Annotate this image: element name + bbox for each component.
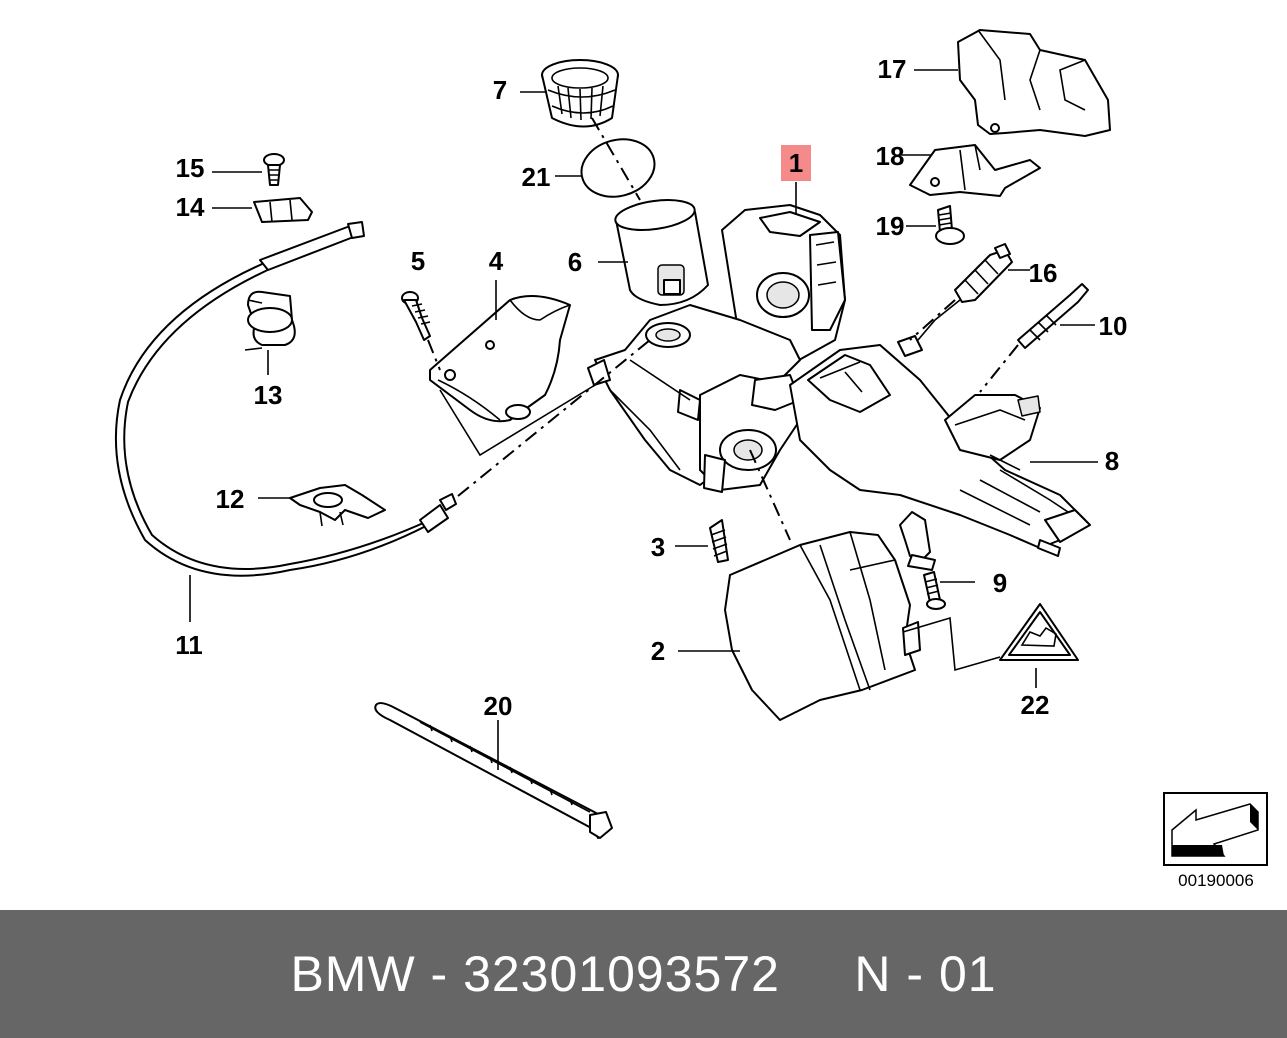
part-10-pin: [1017, 283, 1095, 349]
callout-13: 13: [254, 380, 283, 410]
part-3-screw: [709, 519, 729, 563]
callout-2: 2: [651, 636, 665, 666]
part-20-cable-tie: [374, 702, 613, 839]
part-22-warning-label: [999, 603, 1079, 661]
part-8-switch-housing: [789, 344, 1091, 557]
callout-1-highlight: [781, 145, 811, 181]
orientation-arrow-icon: [1163, 792, 1268, 866]
part-9-clip: [899, 511, 946, 610]
footer-part-number: BMW - 32301093572 N - 01: [290, 946, 997, 1002]
callout-4: 4: [489, 246, 504, 276]
callout-19: 19: [876, 211, 905, 241]
callout-22: 22: [1021, 690, 1050, 720]
part-19-bolt: [935, 205, 965, 245]
callout-15: 15: [176, 153, 205, 183]
reference-number: 00190006: [1178, 871, 1254, 890]
callout-14: 14: [176, 192, 205, 222]
part-7-ring: [541, 59, 619, 128]
part-18-plate: [909, 144, 1041, 197]
part-6-cylinder: [614, 199, 709, 306]
callout-9: 9: [993, 568, 1007, 598]
part-1-housing: [587, 204, 846, 493]
part-13-clip: [244, 290, 296, 351]
part-21-oring: [580, 138, 656, 198]
part-15-screw: [263, 153, 285, 186]
callout-10: 10: [1099, 311, 1128, 341]
part-17-bracket: [957, 29, 1111, 137]
parts-diagram: 1 2 3 4 5 6 7 8 9 10 11 12 13 14 15 16 1…: [114, 29, 1268, 890]
callout-8: 8: [1105, 446, 1119, 476]
callout-1: 1: [789, 148, 803, 178]
callout-21: 21: [522, 162, 551, 192]
callout-17: 17: [878, 54, 907, 84]
part-2-box: [724, 531, 921, 721]
callout-7: 7: [493, 75, 507, 105]
part-12-clip: [289, 484, 386, 527]
callout-12: 12: [216, 484, 245, 514]
callout-3: 3: [651, 532, 665, 562]
callout-6: 6: [568, 247, 582, 277]
part-5-screw: [401, 291, 431, 341]
callout-11: 11: [175, 630, 203, 660]
callout-16: 16: [1029, 258, 1058, 288]
part-11-cable: [114, 221, 457, 577]
callout-18: 18: [876, 141, 905, 171]
part-16-switch: [897, 243, 1030, 357]
part-4-cover: [429, 295, 571, 423]
part-14-clip: [253, 197, 313, 223]
callout-5: 5: [411, 246, 425, 276]
footer-bar: BMW - 32301093572 N - 01: [0, 910, 1287, 1038]
callout-20: 20: [484, 691, 513, 721]
